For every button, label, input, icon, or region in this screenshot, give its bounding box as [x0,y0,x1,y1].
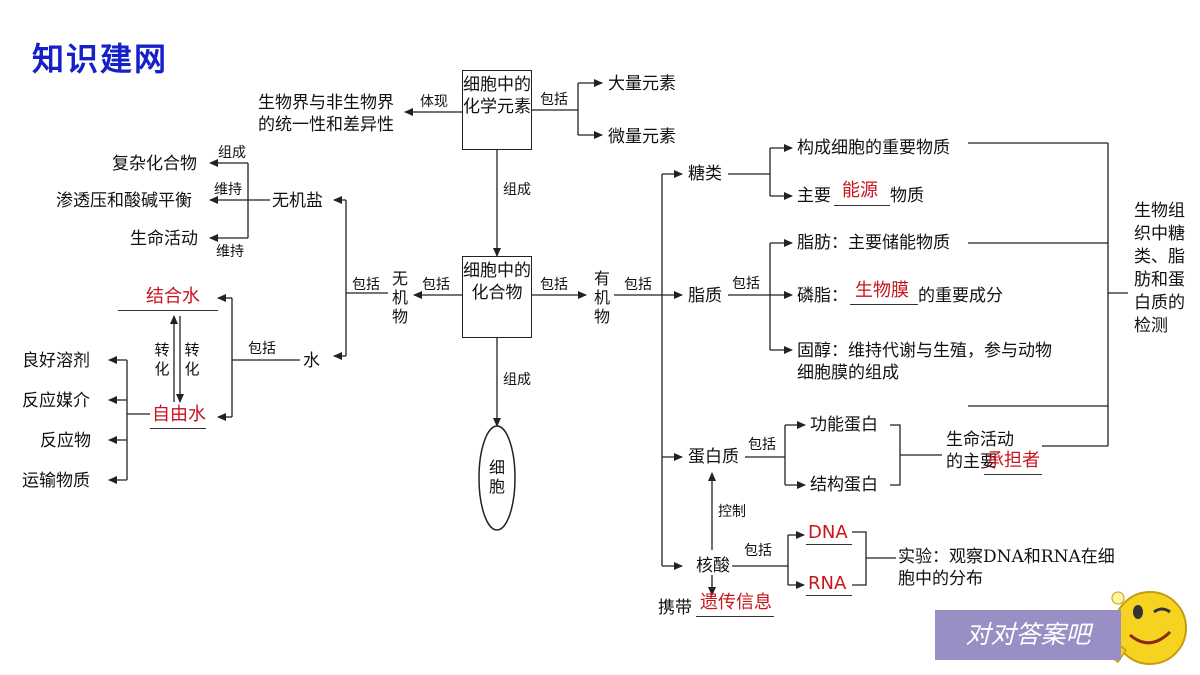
page-title: 知识建网 [32,40,169,78]
label-include-organic: 包括 [540,277,568,293]
energy-answer: 能源 [842,180,878,201]
sugar-node: 糖类 [688,164,722,184]
rna-answer: RNA [808,573,847,594]
label-convert-1: 转化 [154,341,170,378]
label-compose-2: 组成 [503,372,531,388]
sugar-item-1: 构成细胞的重要物质 [797,138,950,158]
label-control: 控制 [718,504,746,520]
phospholipid-suffix: 的重要成分 [918,286,1003,306]
protein-node: 蛋白质 [688,447,739,467]
bound-water-blank [118,310,218,311]
label-compose-1: 组成 [503,182,531,198]
dna-blank [806,544,852,545]
bearer-answer: 承担者 [986,450,1040,471]
elements-box: 细胞中的化学元素 [462,70,532,150]
free-water-answer: 自由水 [152,404,206,425]
complex-compound: 复杂化合物 [112,154,197,174]
structural-protein: 结构蛋白 [810,475,878,495]
cell-label: 细胞 [488,458,505,496]
label-compose-salt: 组成 [218,145,246,161]
functional-protein: 功能蛋白 [810,415,878,435]
sugar-item-2-suffix: 物质 [890,186,924,206]
energy-blank [834,205,890,206]
organic-node: 有机物 [593,269,610,326]
nucleic-acid-node: 核酸 [696,556,730,576]
label-maintain-1: 维持 [214,182,242,198]
membrane-answer: 生物膜 [855,280,909,301]
label-include-inorganic: 包括 [422,277,450,293]
check-answer-button[interactable]: 对对答案吧 [935,610,1121,660]
label-maintain-2: 维持 [216,244,244,260]
fat-item: 脂肪：主要储能物质 [797,233,950,253]
carry-label: 携带 [658,598,692,618]
good-solvent: 良好溶剂 [22,351,90,371]
dna-answer: DNA [808,522,848,543]
cell-ellipse [478,425,516,531]
experiment-text: 实验：观察DNA和RNA在细胞中的分布 [898,547,1115,589]
label-include-salt-water: 包括 [352,277,380,293]
label-embody: 体现 [420,94,448,110]
major-elements: 大量元素 [608,74,676,94]
membrane-blank [850,304,918,305]
free-water-blank [150,428,206,429]
lipid-node: 脂质 [688,286,722,306]
osmotic-acid-base: 渗透压和酸碱平衡 [56,191,192,211]
rna-blank [806,595,852,596]
label-include-elements: 包括 [540,92,568,108]
reactant: 反应物 [40,431,91,451]
sterol-item: 固醇：维持代谢与生殖，参与动物细胞膜的组成 [797,341,1052,383]
label-include-lipid: 包括 [732,276,760,292]
label-convert-2: 转化 [184,341,200,378]
label-include-protein: 包括 [748,437,776,453]
genetic-info-answer: 遗传信息 [700,592,772,613]
label-include-nucleic: 包括 [744,543,772,559]
unity-diversity-text: 生物界与非生物界的统一性和差异性 [258,93,394,135]
life-activity: 生命活动 [130,229,198,249]
inorganic-node: 无机物 [391,269,408,326]
protein-role-prefix: 生命活动的主要 [946,430,1014,472]
genetic-info-blank [696,616,774,617]
inorganic-salt: 无机盐 [272,191,323,211]
compounds-box: 细胞中的化合物 [462,256,532,338]
label-include-classes: 包括 [624,277,652,293]
bound-water-answer: 结合水 [146,286,200,307]
transport: 运输物质 [22,471,90,491]
phospholipid-prefix: 磷脂： [797,286,848,306]
water-node: 水 [303,351,320,371]
label-include-water: 包括 [248,341,276,357]
reaction-medium: 反应媒介 [22,391,90,411]
detection-text: 生物组织中糖类、脂肪和蛋白质的检测 [1134,201,1185,336]
bearer-blank [984,474,1042,475]
sugar-item-2-prefix: 主要 [797,186,831,206]
trace-elements: 微量元素 [608,127,676,147]
